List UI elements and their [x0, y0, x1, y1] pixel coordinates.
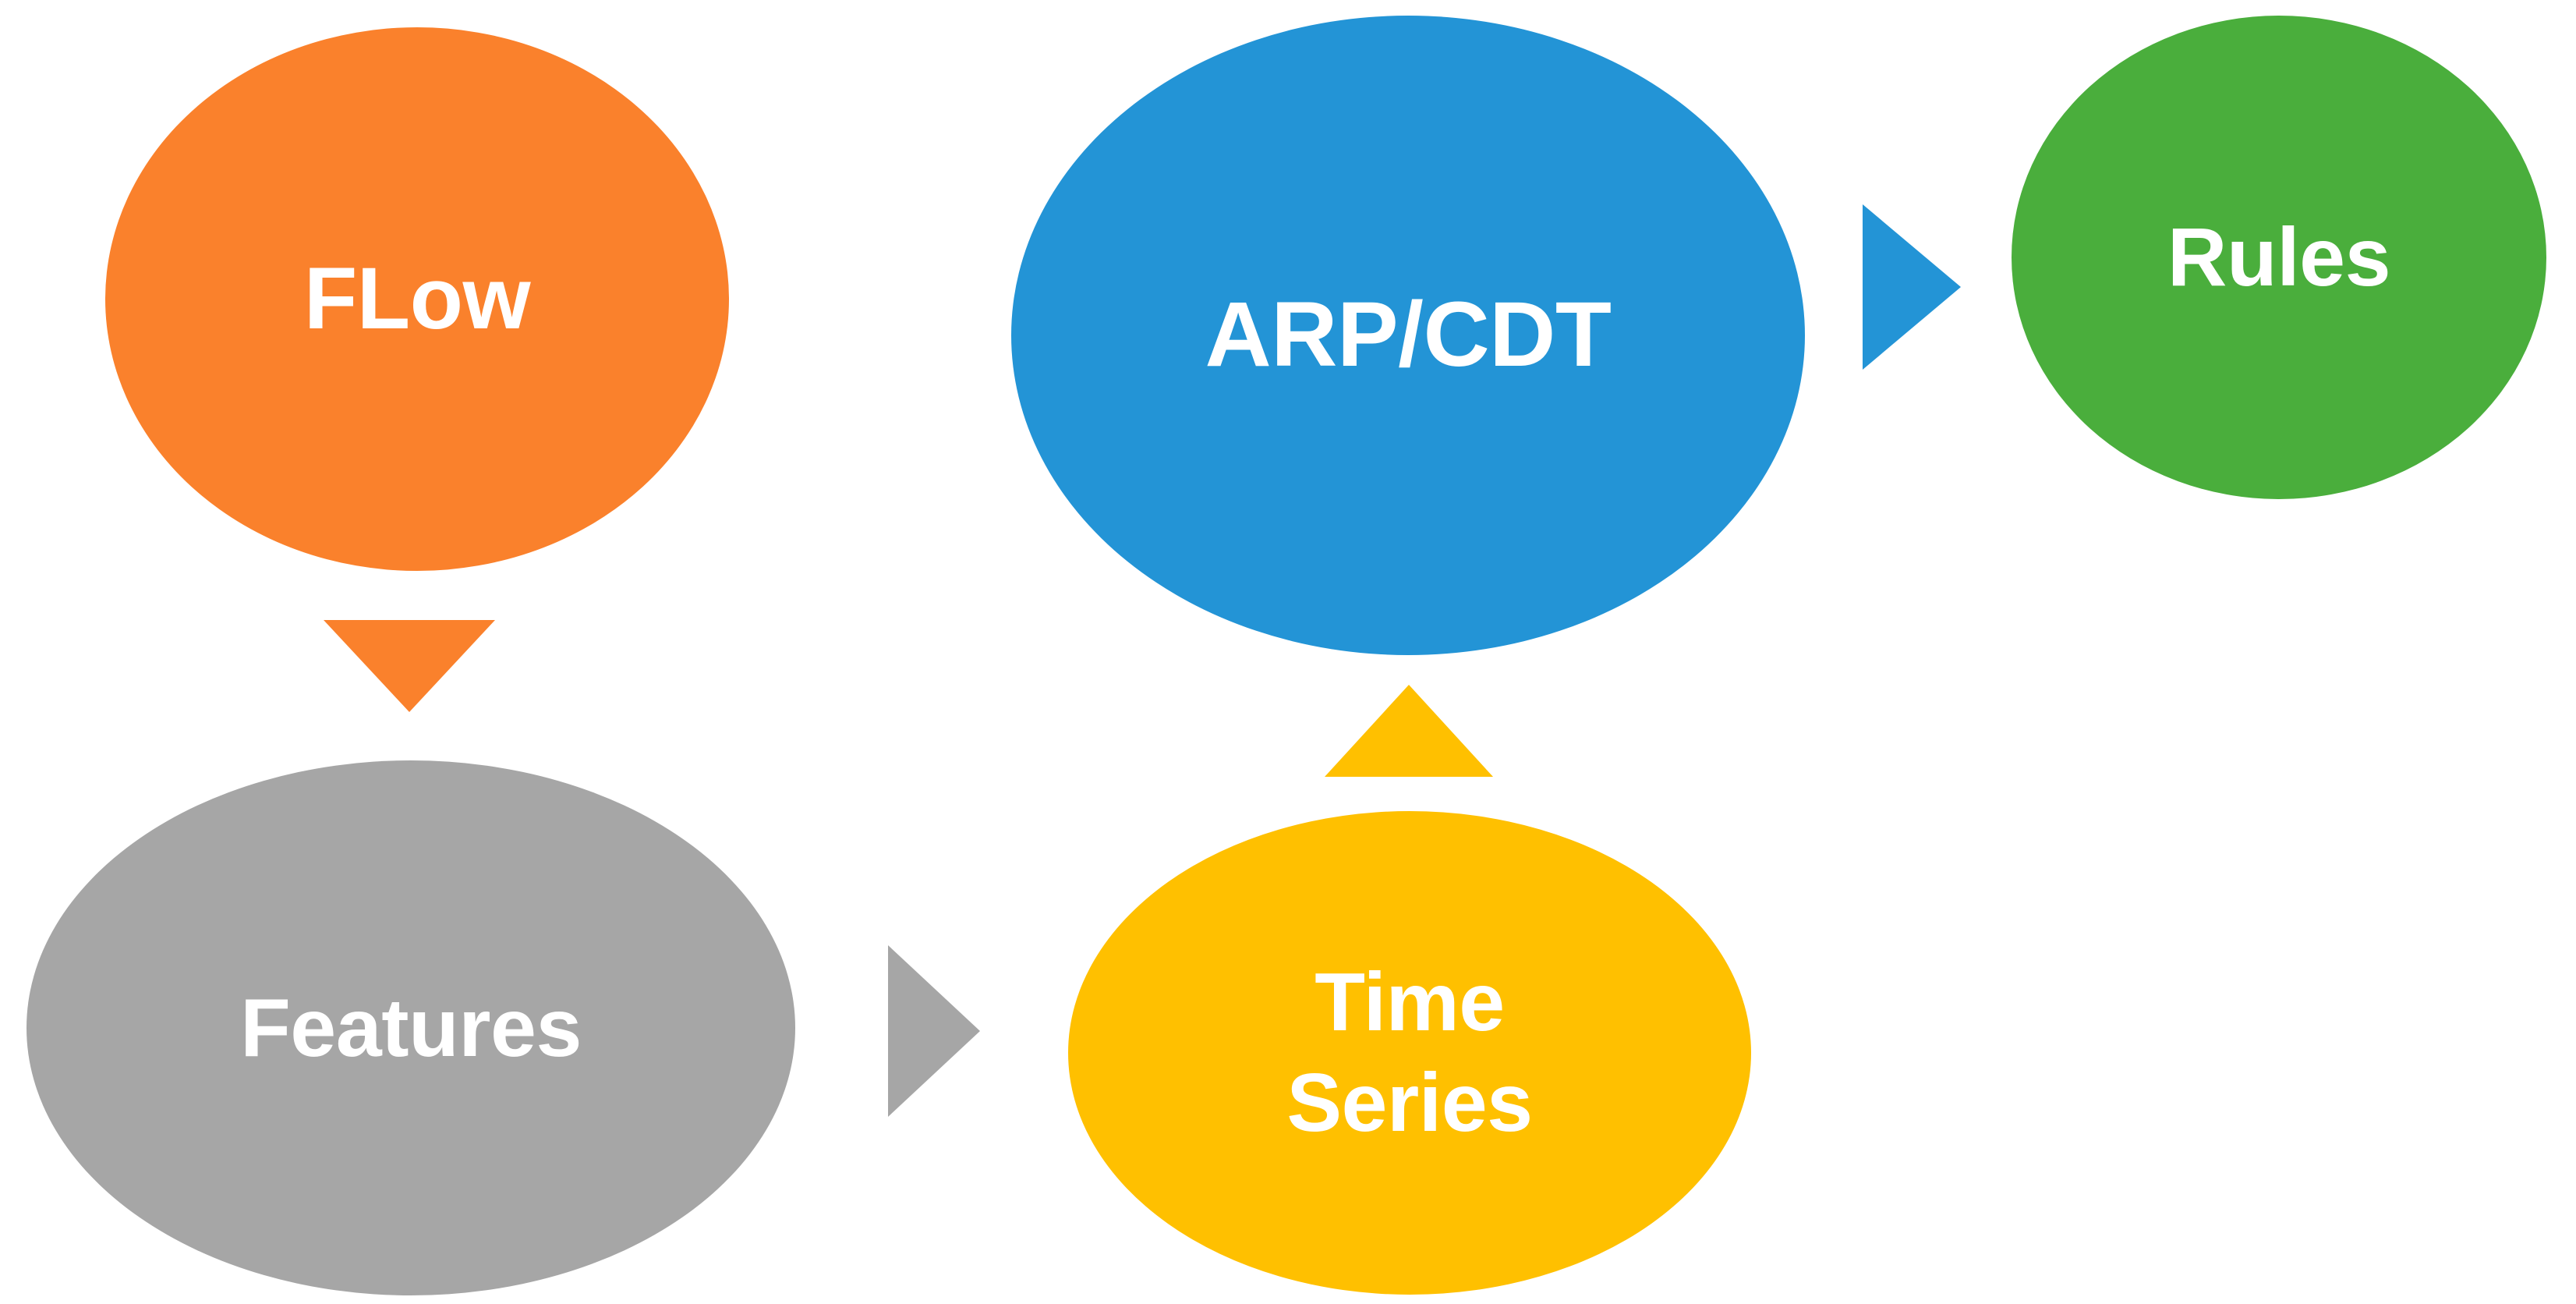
node-features-label: Features: [240, 981, 582, 1074]
node-rules[interactable]: Rules: [2012, 16, 2546, 499]
node-time-series[interactable]: Time Series: [1068, 811, 1751, 1295]
arrow-down-icon-flow-to-features: [324, 620, 495, 712]
node-time-series-label: Time Series: [1286, 955, 1533, 1149]
arrow-right-icon-features-to-time-series: [888, 945, 980, 1117]
node-rules-label: Rules: [2167, 211, 2391, 303]
arrow-right-icon-arp-cdt-to-rules: [1863, 204, 1961, 370]
node-flow-label: FLow: [303, 250, 531, 348]
node-flow[interactable]: FLow: [105, 27, 729, 571]
node-arp-cdt-label: ARP/CDT: [1205, 283, 1612, 387]
arrow-up-icon-time-series-to-arp-cdt: [1325, 685, 1493, 777]
node-arp-cdt[interactable]: ARP/CDT: [1011, 16, 1805, 655]
node-features[interactable]: Features: [27, 760, 795, 1295]
